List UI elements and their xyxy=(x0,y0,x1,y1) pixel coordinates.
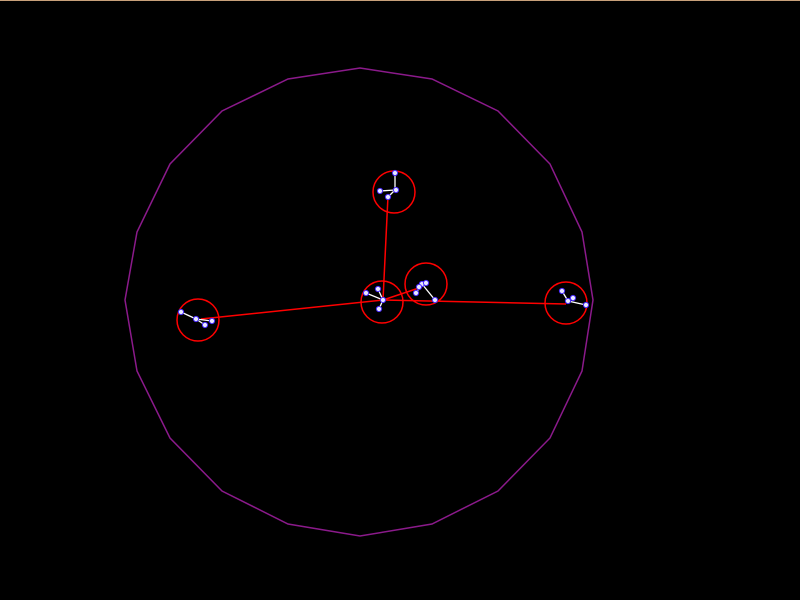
node xyxy=(384,193,392,201)
node xyxy=(422,279,430,287)
cluster-link xyxy=(382,195,389,301)
node xyxy=(569,294,577,302)
node xyxy=(201,321,209,329)
nodes-layer xyxy=(177,169,590,329)
node xyxy=(192,315,200,323)
cluster-left xyxy=(176,298,220,342)
node xyxy=(558,287,566,295)
node xyxy=(379,296,387,304)
node xyxy=(582,301,590,309)
node xyxy=(415,283,423,291)
cluster-center xyxy=(360,280,404,324)
node xyxy=(412,289,420,297)
node xyxy=(208,317,216,325)
cluster-link xyxy=(382,299,567,305)
cluster-center-right xyxy=(404,262,448,306)
node xyxy=(391,169,399,177)
outer-boundary-layer xyxy=(124,67,594,537)
node xyxy=(374,285,382,293)
outer-boundary xyxy=(124,67,594,537)
node xyxy=(392,186,400,194)
node xyxy=(375,305,383,313)
node xyxy=(362,289,370,297)
node xyxy=(431,296,439,304)
top-border-line xyxy=(0,0,800,1)
node-link xyxy=(421,283,436,301)
node xyxy=(564,297,572,305)
cluster-circles-layer xyxy=(176,170,588,342)
cluster-link xyxy=(200,299,384,320)
node xyxy=(177,308,185,316)
node xyxy=(376,187,384,195)
cluster-link xyxy=(382,286,423,301)
